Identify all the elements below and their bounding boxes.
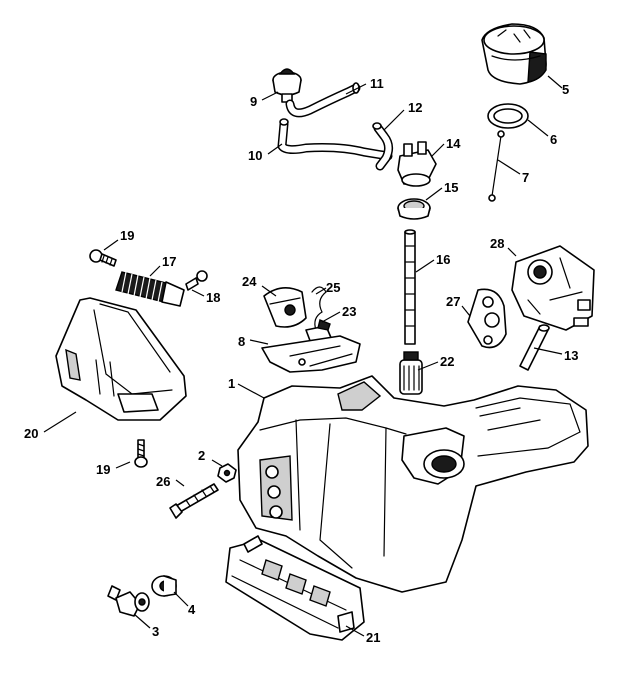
callout-2: 2: [198, 448, 205, 463]
part-19-screw-top: [89, 249, 117, 267]
callout-6: 6: [550, 132, 557, 147]
part-4-grommet: [151, 575, 177, 597]
callout-labels: 1 2 3 4 5 6 7 8 9 10 11 12 13 14 15 16 1…: [24, 76, 578, 645]
part-15-grommet: [397, 198, 431, 220]
part-24-handle-piece: [263, 287, 307, 328]
callout-17: 17: [162, 254, 176, 269]
callout-28: 28: [490, 236, 504, 251]
callout-11: 11: [370, 76, 384, 91]
part-28-carburetor: [511, 245, 595, 331]
callout-16: 16: [436, 252, 450, 267]
callout-25: 25: [326, 280, 340, 295]
part-20-shroud: [55, 297, 187, 421]
part-3-fitting: [107, 585, 150, 617]
part-5-tank-cap: [481, 23, 547, 85]
part-12-hose: [372, 122, 394, 171]
callout-4: 4: [188, 602, 196, 617]
callout-12: 12: [408, 100, 422, 115]
callout-1: 1: [228, 376, 235, 391]
part-22-fuel-filter: [399, 351, 423, 395]
callout-26: 26: [156, 474, 170, 489]
part-19-screw-bottom: [134, 439, 148, 468]
part-16-pickup-tube: [404, 229, 416, 345]
part-25-spring: [311, 286, 327, 331]
part-18-screw: [185, 270, 208, 291]
part-1-main-housing: [237, 375, 589, 593]
callout-22: 22: [440, 354, 454, 369]
part-8-bracket: [261, 335, 361, 373]
part-7-rod: [488, 130, 505, 202]
part-10-hose: [277, 118, 393, 161]
part-14-valve: [397, 141, 437, 187]
callout-19-top: 19: [120, 228, 134, 243]
callout-10: 10: [248, 148, 262, 163]
part-11-hose: [285, 82, 361, 118]
part-17-bellows: [115, 271, 185, 307]
callout-15: 15: [444, 180, 458, 195]
callout-21: 21: [366, 630, 380, 645]
leader-lines: [43, 75, 563, 637]
callout-13: 13: [564, 348, 578, 363]
callout-7: 7: [522, 170, 529, 185]
part-2-nut: [217, 463, 237, 483]
callout-5: 5: [562, 82, 569, 97]
part-6-o-ring: [487, 103, 529, 129]
callout-8: 8: [238, 334, 245, 349]
callout-27: 27: [446, 294, 460, 309]
callout-18: 18: [206, 290, 220, 305]
part-26-bolt: [169, 483, 219, 519]
callout-3: 3: [152, 624, 159, 639]
callout-20: 20: [24, 426, 38, 441]
callout-24: 24: [242, 274, 257, 289]
part-21-base-plate: [225, 535, 365, 641]
callout-19-bottom: 19: [96, 462, 110, 477]
part-27-gasket: [467, 288, 507, 349]
callout-9: 9: [250, 94, 257, 109]
callout-23: 23: [342, 304, 356, 319]
callout-14: 14: [446, 136, 461, 151]
part-9-primer-bulb: [272, 68, 302, 103]
